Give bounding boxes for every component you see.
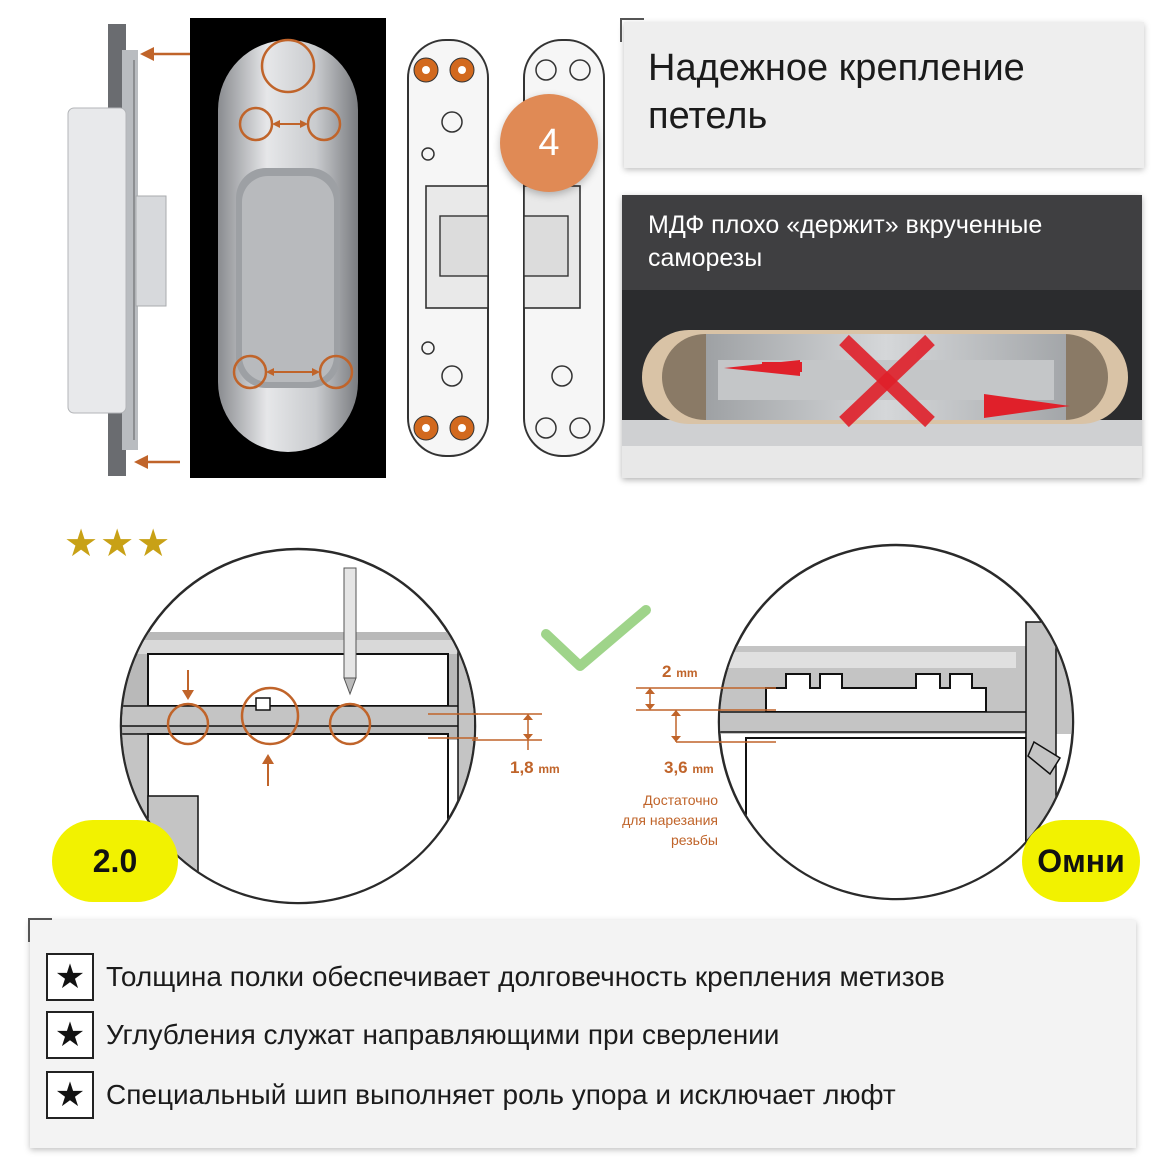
- star-icon: ★: [46, 1011, 94, 1059]
- omni-dimension-arrows-icon: [636, 687, 776, 743]
- omni-note: Достаточно для нарезания резьбы: [592, 790, 718, 850]
- profile-2-0-label: 2.0: [52, 820, 178, 902]
- step-number-badge: 4: [500, 94, 598, 192]
- title-card: Надежное крепление петель: [620, 18, 1144, 168]
- feature-item: ★ Толщина полки обеспечивает долговечнос…: [46, 952, 945, 1002]
- mdf-warning-card: МДФ плохо «держит» вкрученные саморезы: [622, 195, 1142, 478]
- star-icon: ★: [46, 953, 94, 1001]
- mdf-screws-photo: [622, 290, 1142, 478]
- check-icon: [541, 605, 651, 671]
- shelf-thickness-arrow-icon: [472, 713, 542, 750]
- feature-text: Специальный шип выполняет роль упора и и…: [106, 1079, 896, 1110]
- omni-bottom-dimension-unit: mm: [692, 762, 714, 776]
- door-profile-side-illustration: [67, 24, 167, 476]
- profile-omni-label: Омни: [1022, 820, 1140, 902]
- shelf-thickness-value: 1,8: [510, 758, 534, 777]
- shelf-thickness-unit: mm: [538, 762, 560, 776]
- hinge-pocket-photo: [190, 18, 386, 478]
- hinge-left-leaf-illustration: [407, 39, 489, 457]
- rating-stars: ★★★: [64, 523, 173, 565]
- title-line-2: петель: [648, 95, 768, 137]
- title-line-1: Надежное крепление: [648, 47, 1025, 89]
- page-title: Надежное крепление петель: [648, 44, 1025, 140]
- feature-item: ★ Углубления служат направляющими при св…: [46, 1010, 779, 1060]
- features-box: ★ Толщина полки обеспечивает долговечнос…: [28, 918, 1136, 1148]
- omni-note-line-2: для нарезания: [622, 812, 718, 828]
- arrow-left-bottom-icon: [134, 455, 180, 469]
- corner-mark: [620, 18, 644, 42]
- step-number: 4: [538, 121, 560, 164]
- omni-top-dimension-unit: mm: [676, 666, 698, 680]
- omni-top-dimension-label: 2 mm: [662, 662, 698, 682]
- shelf-thickness-label: 1,8 mm: [510, 758, 560, 778]
- star-icon: ★: [46, 1071, 94, 1119]
- omni-note-line-1: Достаточно: [643, 792, 718, 808]
- omni-bottom-dimension-label: 3,6 mm: [664, 758, 714, 778]
- corner-mark: [28, 918, 52, 942]
- omni-top-dimension-value: 2: [662, 662, 672, 681]
- omni-bottom-dimension-value: 3,6: [664, 758, 688, 777]
- feature-text: Толщина полки обеспечивает долговечность…: [106, 961, 945, 992]
- feature-text: Углубления служат направляющими при свер…: [106, 1019, 780, 1050]
- feature-item: ★ Специальный шип выполняет роль упора и…: [46, 1070, 896, 1120]
- omni-note-line-3: резьбы: [670, 832, 718, 848]
- mdf-caption: МДФ плохо «держит» вкрученные саморезы: [648, 211, 1043, 272]
